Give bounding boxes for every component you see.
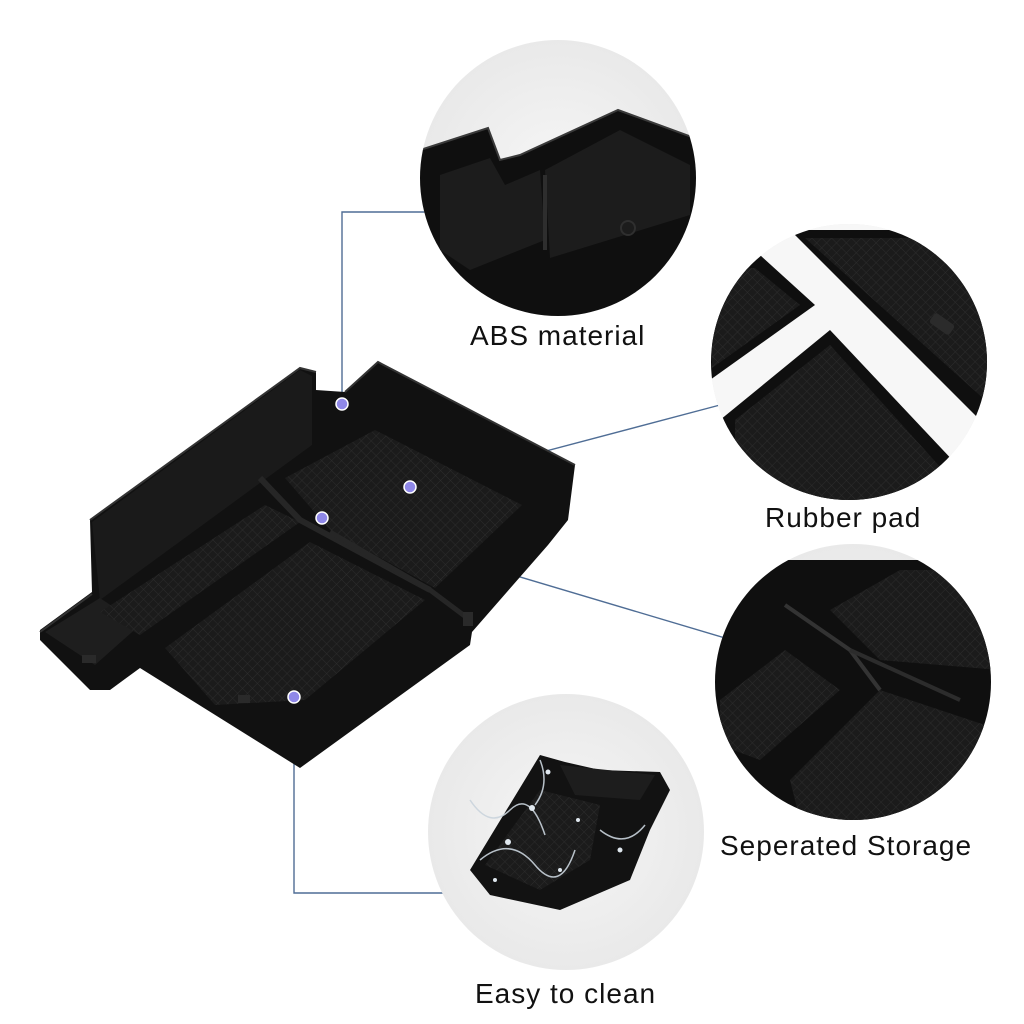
caption-seperated-storage: Seperated Storage xyxy=(720,830,973,861)
marker-dot-clean xyxy=(287,690,301,704)
console-tray-product xyxy=(39,360,576,768)
detail-circle-clean xyxy=(428,694,704,970)
marker-dot-storage xyxy=(315,511,329,525)
detail-circle-abs xyxy=(420,40,696,316)
detail-circle-rubber xyxy=(711,224,987,500)
detail-circle-storage xyxy=(715,544,991,820)
caption-abs-material: ABS material xyxy=(470,320,646,351)
caption-easy-to-clean: Easy to clean xyxy=(475,978,657,1009)
connector-abs xyxy=(341,211,428,404)
marker-dots xyxy=(287,397,417,704)
caption-rubber-pad: Rubber pad xyxy=(765,502,922,533)
marker-dot-rubber xyxy=(403,480,417,494)
marker-dot-abs xyxy=(335,397,349,411)
